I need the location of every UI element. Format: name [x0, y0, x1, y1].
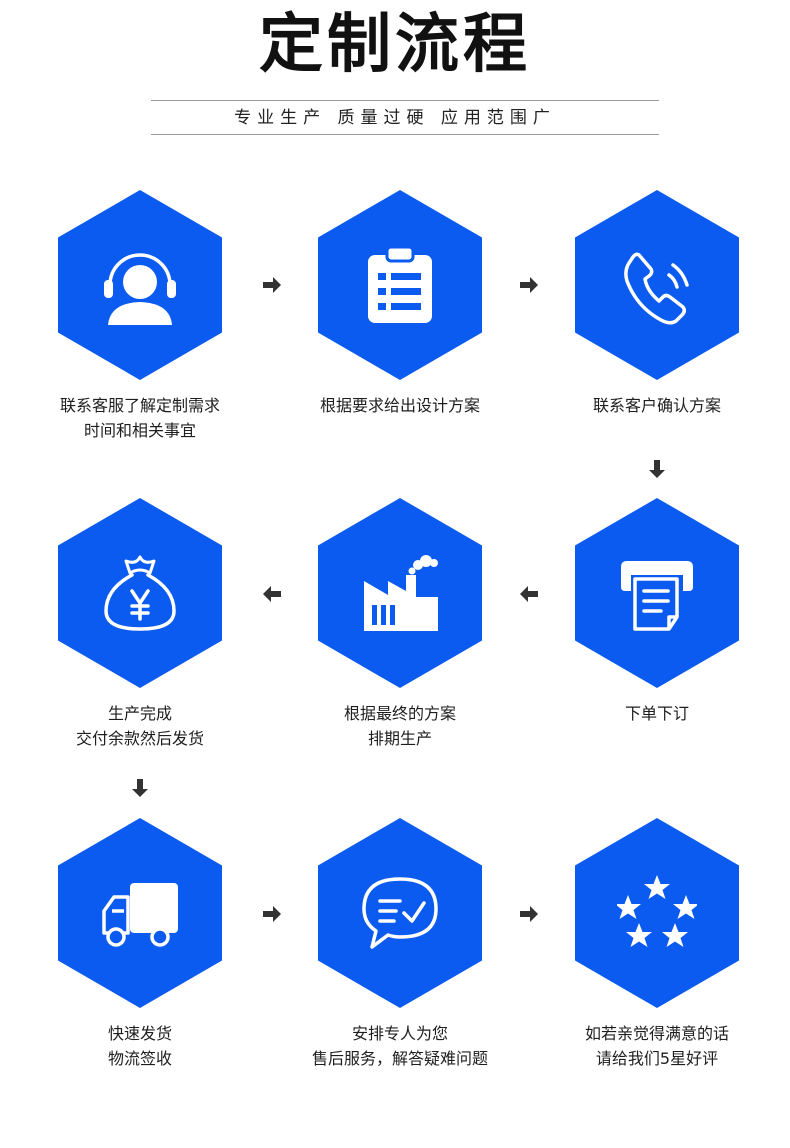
caption-line-2: 物流签收 [107, 1049, 172, 1068]
step-contact-service: 联系客服了解定制需求 时间和相关事宜 [25, 190, 255, 520]
step-hexagon [58, 498, 222, 688]
arrow-right-icon [263, 277, 281, 293]
top-divider [151, 100, 659, 101]
caption-line-2: 售后服务，解答疑难问题 [311, 1049, 488, 1068]
caption-line-1: 下单下订 [624, 704, 689, 723]
step-hexagon [575, 498, 739, 688]
step-confirm-proposal: 联系客户确认方案 [542, 190, 772, 520]
phone-call-icon [624, 252, 689, 325]
step-hexagon [58, 190, 222, 380]
page-subtitle: 专业生产 质量过硬 应用范围广 [234, 108, 556, 128]
step-after-sales: 安排专人为您 售后服务，解答疑难问题 [285, 818, 515, 1148]
step-hexagon [575, 190, 739, 380]
step-caption: 安排专人为您 售后服务，解答疑难问题 [285, 1021, 515, 1071]
step-caption: 快速发货 物流签收 [25, 1021, 255, 1071]
caption-line-1: 根据要求给出设计方案 [319, 396, 480, 415]
arrow-left-icon [263, 586, 281, 602]
caption-line-1: 快速发货 [107, 1024, 172, 1043]
factory-icon [364, 555, 438, 631]
step-scheduled-production: 根据最终的方案 排期生产 [285, 498, 515, 828]
step-five-star-review: 如若亲觉得满意的话 请给我们5星好评 [542, 818, 772, 1148]
caption-line-2: 请给我们5星好评 [595, 1049, 719, 1068]
step-production-complete: 生产完成 交付余款然后发货 [25, 498, 255, 828]
caption-line-1: 联系客户确认方案 [592, 396, 721, 415]
money-bag-yen-icon [104, 555, 176, 631]
caption-line-1: 根据最终的方案 [343, 704, 456, 723]
step-caption: 下单下订 [542, 701, 772, 726]
step-fast-shipping: 快速发货 物流签收 [25, 818, 255, 1148]
caption-line-1: 安排专人为您 [351, 1024, 448, 1043]
step-hexagon [575, 818, 739, 1008]
delivery-truck-icon [102, 883, 178, 947]
step-hexagon [318, 498, 482, 688]
step-caption: 根据要求给出设计方案 [285, 393, 515, 418]
caption-line-1: 联系客服了解定制需求 [59, 396, 220, 415]
clipboard-list-icon [368, 245, 432, 323]
step-caption: 联系客户确认方案 [542, 393, 772, 418]
customer-service-headset-icon [104, 253, 176, 325]
step-hexagon [318, 190, 482, 380]
step-caption: 生产完成 交付余款然后发货 [25, 701, 255, 751]
caption-line-2: 交付余款然后发货 [75, 729, 204, 748]
arrow-down-icon [649, 460, 665, 478]
caption-line-2: 排期生产 [367, 729, 432, 748]
step-hexagon [58, 818, 222, 1008]
arrow-right-icon [520, 906, 538, 922]
step-place-order: 下单下订 [542, 498, 772, 828]
five-stars-icon [617, 875, 697, 947]
bottom-divider [151, 134, 659, 135]
step-caption: 联系客服了解定制需求 时间和相关事宜 [25, 393, 255, 443]
caption-line-1: 生产完成 [107, 704, 172, 723]
arrow-left-icon [520, 586, 538, 602]
step-caption: 如若亲觉得满意的话 请给我们5星好评 [542, 1021, 772, 1071]
page-title: 定制流程 [259, 8, 531, 82]
step-caption: 根据最终的方案 排期生产 [285, 701, 515, 751]
caption-line-2: 时间和相关事宜 [83, 421, 196, 440]
arrow-right-icon [520, 277, 538, 293]
arrow-right-icon [263, 906, 281, 922]
step-design-proposal: 根据要求给出设计方案 [285, 190, 515, 520]
step-hexagon [318, 818, 482, 1008]
caption-line-1: 如若亲觉得满意的话 [584, 1024, 729, 1043]
printer-order-icon [621, 561, 693, 631]
arrow-down-icon [132, 779, 148, 797]
chat-bubble-check-icon [362, 877, 438, 949]
